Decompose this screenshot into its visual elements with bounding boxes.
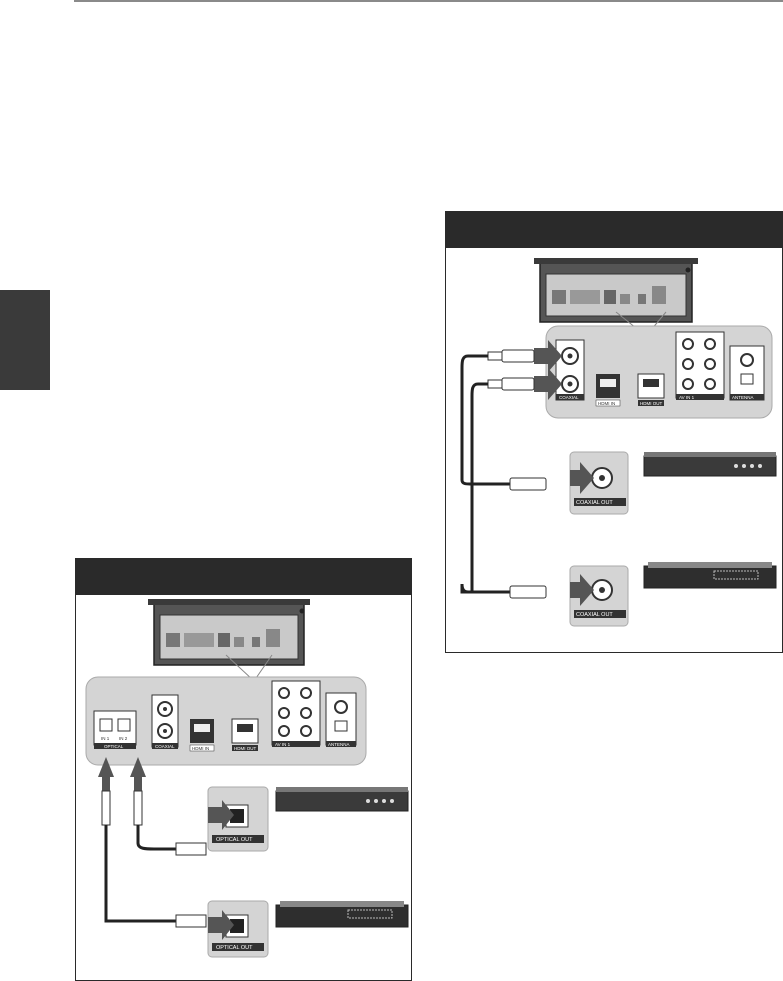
arrow-right-icon [208,800,234,830]
hdmi-in-label: HDMI IN [192,746,209,751]
arrow-right-icon [534,368,562,400]
optical-cable [136,825,176,851]
arrow-right-icon [570,462,594,494]
antenna-label: ANTENNA [732,395,754,400]
source-device-1: COAXIAL OUT [569,451,777,515]
arrow-right-icon [208,910,234,940]
arrow-right-icon [570,574,594,606]
coaxial-cable [460,382,510,594]
optical-cable [104,825,176,923]
optical-panel-header-bar [76,559,411,595]
coaxial-cable-plugs [487,349,535,391]
device-2-port-label: COAXIAL OUT [576,612,613,618]
unit-rear-view [148,599,310,682]
coaxial-group-label: COAXIAL [155,744,175,749]
hdmi-out-label: HDMI OUT [234,746,256,751]
coaxial-diagram-drawing: COAXIAL HDMI IN HDMI OUT AV IN 1 [460,258,777,627]
optical-jack-label-1: IN 1 [101,736,110,741]
source-device-2: OPTICAL OUT [207,900,409,958]
rear-panel-callout: COAXIAL HDMI IN HDMI OUT AV IN 1 [545,325,773,419]
optical-connection-diagram: IN 1 IN 2 OPTICAL COAXIAL HDMI IN HDMI O… [75,558,412,981]
arrow-right-icon [534,340,562,372]
optical-diagram-drawing: IN 1 IN 2 OPTICAL COAXIAL HDMI IN HDMI O… [85,599,409,958]
hdmi-out-label: HDMI OUT [640,401,662,406]
section-tab [0,290,50,390]
device-1-port-label: COAXIAL OUT [576,500,613,506]
av-in-label: AV IN 1 [275,742,291,747]
optical-cable-plugs [101,790,143,826]
coaxial-cable [460,354,510,486]
optical-group-label: OPTICAL [104,744,124,749]
top-rule [74,0,783,2]
arrow-up-icon [130,757,146,791]
coaxial-group-label: COAXIAL [559,395,579,400]
device-1-port-label: OPTICAL OUT [216,837,253,843]
optical-jack-label-2: IN 2 [119,736,128,741]
antenna-label: ANTENNA [328,742,350,747]
coaxial-connection-diagram: COAXIAL HDMI IN HDMI OUT AV IN 1 [445,211,783,653]
hdmi-in-label: HDMI IN [598,401,615,406]
device-2-port-label: OPTICAL OUT [216,945,253,951]
av-in-label: AV IN 1 [679,395,695,400]
source-device-1: OPTICAL OUT [207,786,409,852]
source-device-2: COAXIAL OUT [569,562,777,627]
rear-panel-callout: IN 1 IN 2 OPTICAL COAXIAL HDMI IN HDMI O… [85,676,367,766]
unit-rear-view [534,258,698,337]
coaxial-panel-header-bar [446,212,782,248]
arrow-up-icon [98,757,114,791]
